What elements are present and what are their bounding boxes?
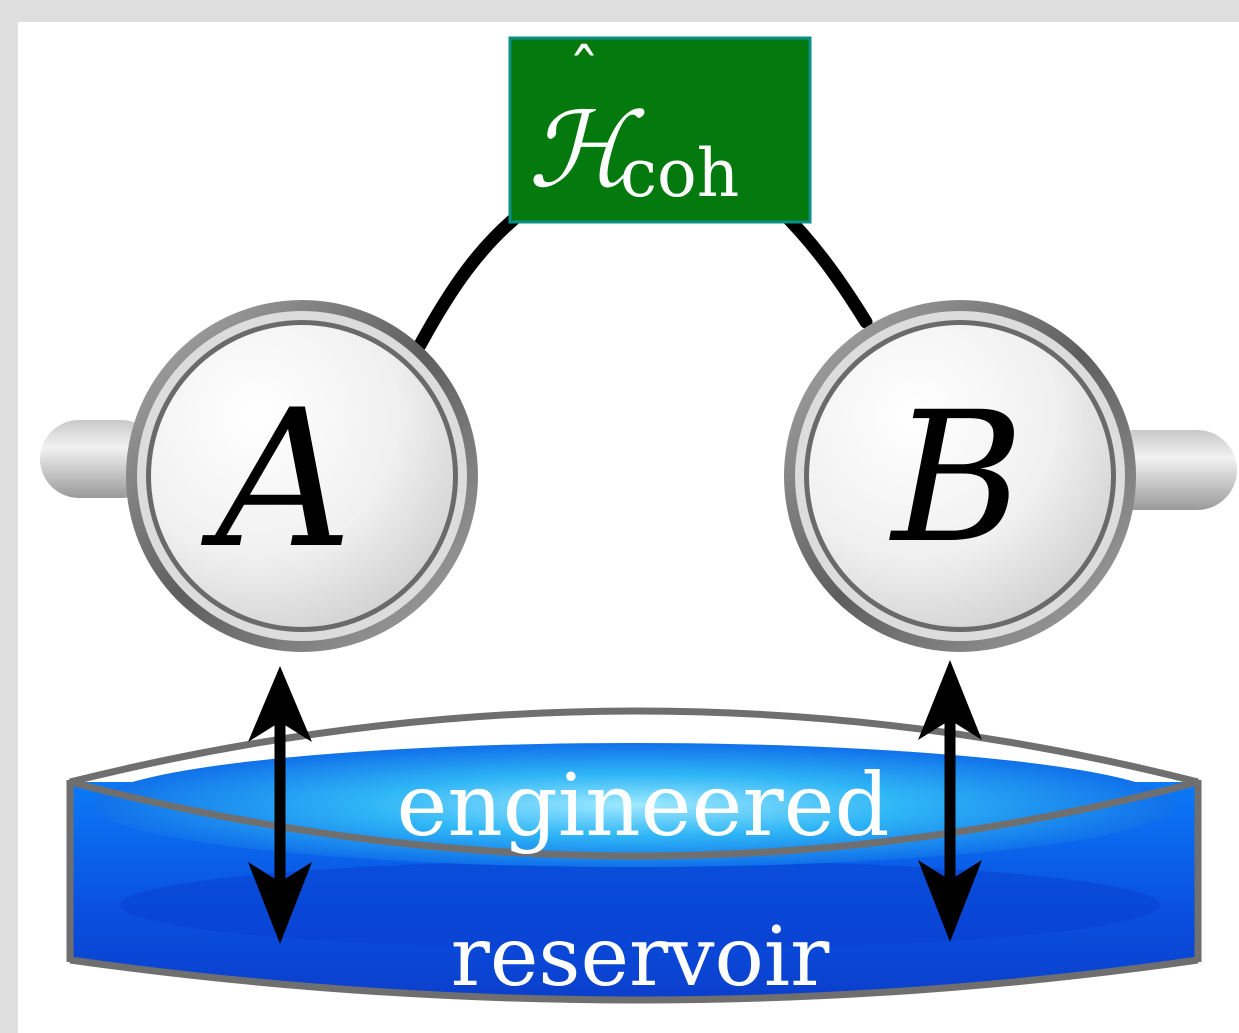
- hamiltonian-symbol: ℋ: [528, 89, 645, 211]
- hamiltonian-subscript: coh: [620, 135, 739, 212]
- reservoir-line1: engineered: [396, 756, 889, 856]
- double-arrow-icon: [918, 660, 982, 942]
- mode-b: B: [784, 300, 1237, 652]
- mode-a-label: A: [200, 369, 352, 590]
- hamiltonian-hat: ˆ: [568, 37, 600, 111]
- mode-b-disc: [809, 325, 1111, 627]
- mode-a-disc: [151, 325, 453, 627]
- reservoir-line2: reservoir: [451, 910, 830, 1005]
- mode-a: A: [40, 300, 478, 652]
- double-arrow-icon: [248, 666, 312, 944]
- reservoir: engineered reservoir: [66, 707, 1202, 1005]
- mode-b-label: B: [889, 374, 1024, 583]
- hamiltonian-box: ˆ ℋ coh: [508, 36, 812, 224]
